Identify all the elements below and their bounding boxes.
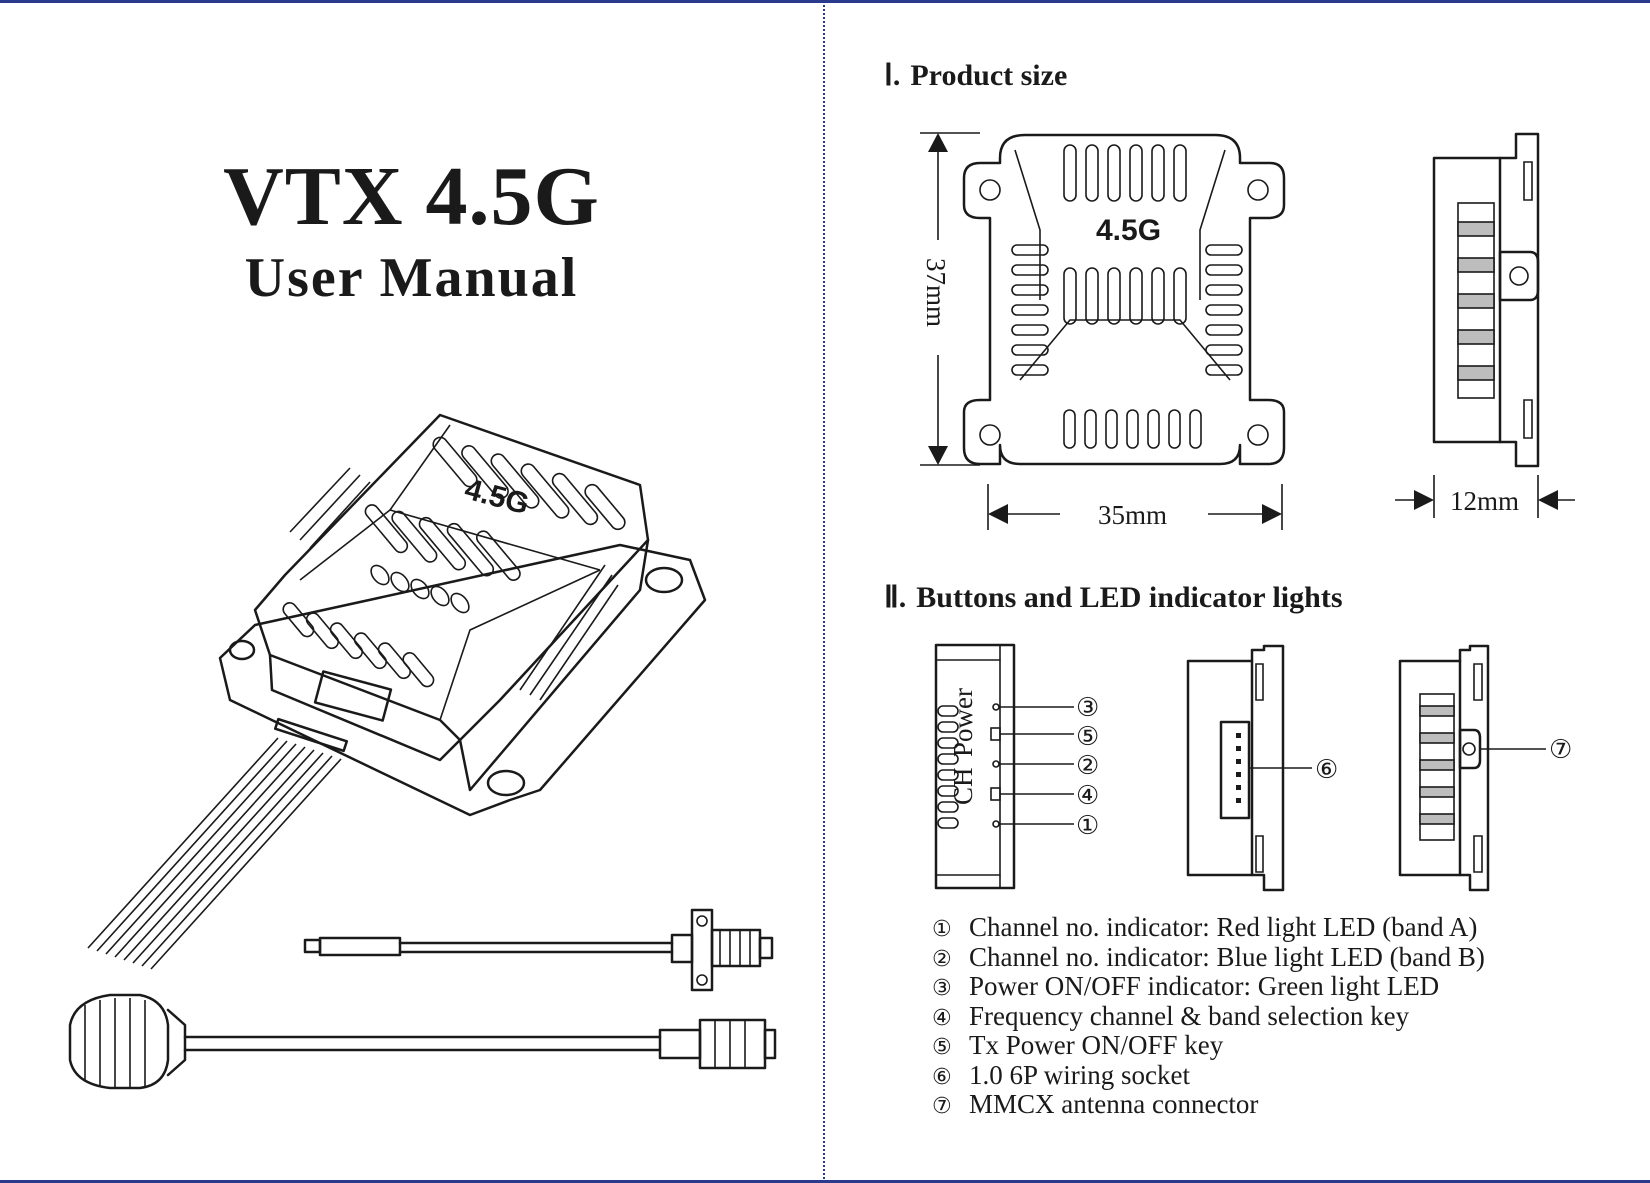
callout-5: ⑤ bbox=[1076, 722, 1099, 752]
legend-text: Channel no. indicator: Blue light LED (b… bbox=[969, 941, 1485, 972]
side-view-drawing bbox=[1432, 132, 1540, 468]
ch-key-label: CH bbox=[948, 767, 978, 805]
legend-item: ③ Power ON/OFF indicator: Green light LED bbox=[932, 971, 1485, 1003]
legend-text: 1.0 6P wiring socket bbox=[969, 1059, 1190, 1090]
legend-text: Power ON/OFF indicator: Green light LED bbox=[969, 971, 1440, 1001]
legend-text: Tx Power ON/OFF key bbox=[969, 1030, 1224, 1060]
led-green-icon bbox=[992, 703, 1000, 711]
legend-number: ③ bbox=[932, 976, 952, 1001]
legend-item: ⑦ MMCX antenna connector bbox=[932, 1089, 1485, 1121]
antenna-cable bbox=[68, 993, 777, 1090]
mmcx-connector-icon bbox=[1462, 742, 1476, 756]
top-view-label: 4.5G bbox=[1096, 214, 1161, 247]
led-blue-icon bbox=[992, 760, 1000, 768]
manual-subtitle: User Manual bbox=[244, 247, 579, 309]
top-border bbox=[0, 0, 1650, 3]
button-side-view: Power CH bbox=[934, 643, 1074, 890]
legend-text: Channel no. indicator: Red light LED (ba… bbox=[969, 912, 1478, 942]
depth-label: 12mm bbox=[1450, 486, 1519, 516]
socket-view: ⑥ bbox=[1186, 644, 1338, 892]
legend-text: MMCX antenna connector bbox=[969, 1089, 1259, 1119]
legend-number: ⑦ bbox=[932, 1094, 952, 1119]
antenna-connector-view: ⑦ bbox=[1398, 644, 1572, 892]
legend-text: Frequency channel & band selection key bbox=[969, 1000, 1410, 1031]
legend-number: ② bbox=[932, 946, 952, 972]
callout-4: ④ bbox=[1076, 781, 1099, 811]
section-title: Buttons and LED indicator lights bbox=[916, 581, 1343, 614]
power-key-label: Power bbox=[948, 688, 978, 757]
height-dimension: 37mm bbox=[920, 132, 980, 466]
legend-item: ② Channel no. indicator: Blue light LED (… bbox=[932, 941, 1485, 974]
section-number: Ⅱ. bbox=[884, 581, 907, 614]
height-label: 37mm bbox=[921, 258, 951, 327]
product-label: 4.5G bbox=[461, 473, 532, 522]
legend-item: ⑥ 1.0 6P wiring socket bbox=[932, 1059, 1485, 1092]
power-key-icon[interactable] bbox=[990, 727, 1001, 741]
legend-item: ① Channel no. indicator: Red light LED (b… bbox=[932, 912, 1485, 944]
top-view-drawing: 4.5G bbox=[962, 133, 1286, 466]
depth-dimension: 12mm bbox=[1395, 475, 1575, 518]
callout-3: ③ bbox=[1076, 693, 1099, 723]
section-product-size: Ⅰ. Product size bbox=[884, 58, 1067, 93]
ch-key-icon[interactable] bbox=[990, 787, 1001, 801]
legend-number: ⑥ bbox=[932, 1064, 952, 1090]
legend-number: ① bbox=[932, 917, 952, 942]
callouts-side: ③ ⑤ ② ④ ① bbox=[1076, 693, 1099, 841]
legend-item: ④ Frequency channel & band selection key bbox=[932, 1000, 1485, 1033]
bottom-border bbox=[0, 1180, 1650, 1183]
legend-item: ⑤ Tx Power ON/OFF key bbox=[932, 1030, 1485, 1062]
callout-1: ① bbox=[1076, 811, 1099, 841]
led-red-icon bbox=[992, 820, 1000, 828]
section-buttons-leds: Ⅱ. Buttons and LED indicator lights bbox=[884, 580, 1343, 615]
legend-number: ④ bbox=[932, 1005, 952, 1031]
wiring-socket-icon bbox=[1219, 720, 1251, 820]
mounting-hole-icon bbox=[228, 566, 684, 797]
section-title: Product size bbox=[910, 59, 1068, 92]
legend-list: ① Channel no. indicator: Red light LED (b… bbox=[932, 912, 1485, 1121]
width-label: 35mm bbox=[1098, 500, 1167, 530]
legend-number: ⑤ bbox=[932, 1035, 952, 1060]
mmcx-sma-cable bbox=[303, 908, 774, 992]
product-illustration: 4.5G bbox=[87, 413, 707, 970]
callout-2: ② bbox=[1076, 751, 1099, 781]
callout-7: ⑦ bbox=[1549, 735, 1572, 765]
width-dimension: 35mm bbox=[987, 484, 1283, 530]
manual-title: VTX 4.5G bbox=[223, 150, 600, 243]
section-number: Ⅰ. bbox=[884, 59, 901, 92]
callout-6: ⑥ bbox=[1315, 755, 1338, 785]
page-divider bbox=[823, 0, 825, 1183]
